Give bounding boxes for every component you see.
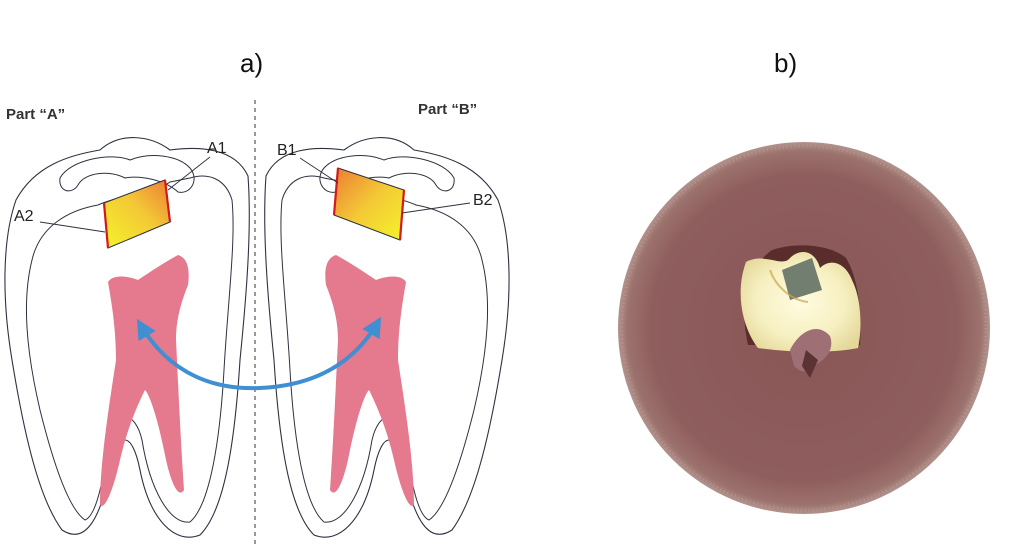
specimen-pulp-remnant <box>790 328 832 372</box>
tooth-part-a <box>4 137 250 538</box>
specimen-tooth-crown <box>740 252 861 352</box>
callout-b2: B2 <box>473 192 493 209</box>
callout-b2-leader <box>401 202 471 214</box>
part-a-label: Part “A” <box>6 106 65 123</box>
specimen-filling <box>782 258 822 300</box>
tooth-a-interface-a2 <box>102 202 110 249</box>
correspondence-arrow <box>136 316 382 391</box>
part-b-label: Part “B” <box>418 101 477 118</box>
tooth-b-inner-contour <box>280 175 489 523</box>
callout-a2: A2 <box>14 208 34 225</box>
callout-b1: B1 <box>277 142 297 159</box>
panel-label-a: a) <box>240 48 263 78</box>
specimen-root-canal <box>802 350 818 378</box>
tooth-a-interface-a1 <box>163 179 172 223</box>
specimen-tooth-section <box>740 245 861 378</box>
tooth-b-interface-b2 <box>398 189 406 241</box>
callout-b1-leader <box>299 157 339 184</box>
callout-a1-leader <box>167 156 211 191</box>
specimen-photo <box>618 142 990 514</box>
tooth-b-interface-b1 <box>332 167 340 216</box>
panel-label-b: b) <box>774 48 797 78</box>
callout-a2-leader <box>39 221 106 233</box>
specimen-dentin-line <box>769 269 809 303</box>
tooth-b-crown-outline <box>319 155 455 193</box>
specimen-disk-edge <box>620 144 988 512</box>
callout-a1: A1 <box>207 140 227 157</box>
tooth-a-crown-outline <box>59 155 195 193</box>
tooth-a-inner-contour <box>25 175 234 523</box>
